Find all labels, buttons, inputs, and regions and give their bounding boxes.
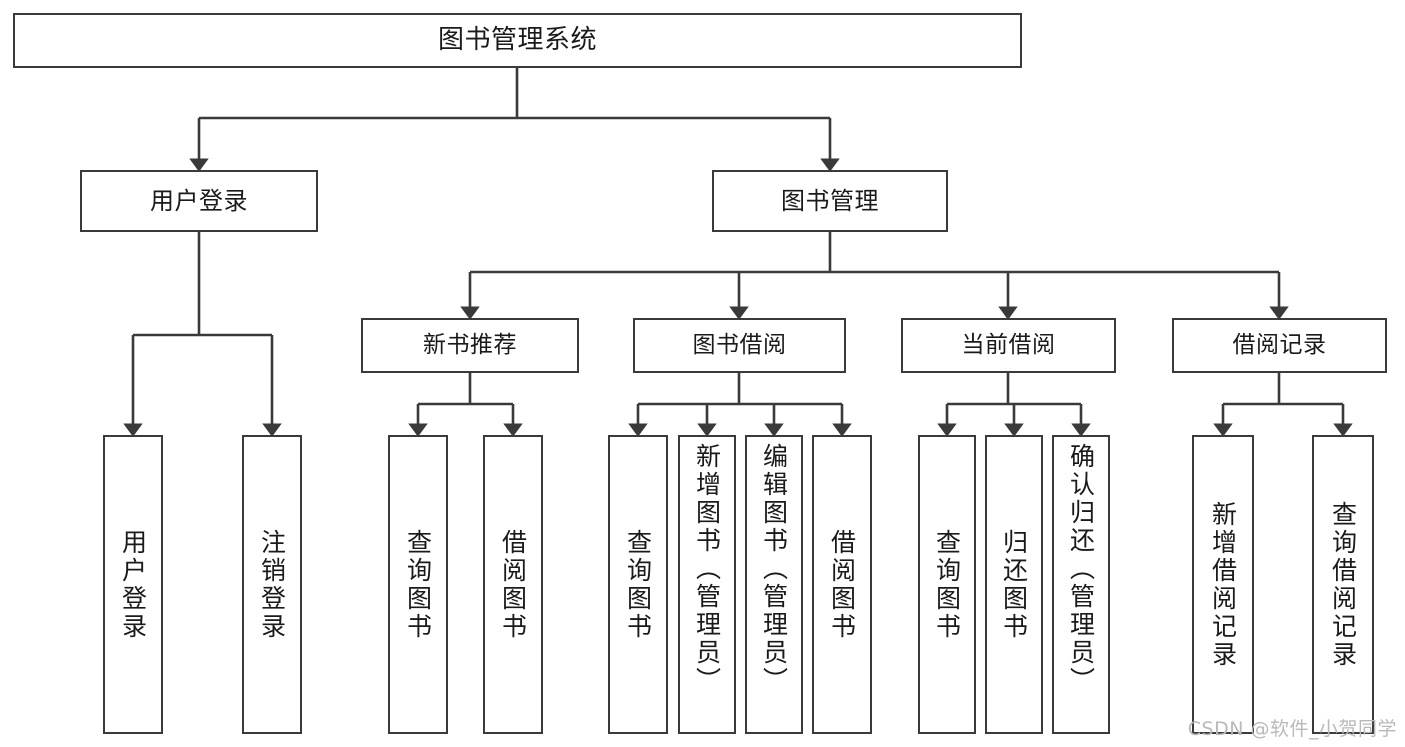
node-leaf-edit-book-label: 编辑图书（管理员） <box>759 443 789 695</box>
node-leaf-borrow-book-2[interactable]: 借阅图书 <box>812 435 872 734</box>
node-leaf-query-book-1[interactable]: 查询图书 <box>388 435 448 734</box>
node-leaf-user-login[interactable]: 用户登录 <box>103 435 163 734</box>
node-leaf-query-record[interactable]: 查询借阅记录 <box>1312 435 1374 734</box>
watermark-text: CSDN @软件_小贺同学 <box>1187 718 1397 740</box>
node-new-book-rec[interactable]: 新书推荐 <box>361 318 579 373</box>
node-leaf-query-book-2[interactable]: 查询图书 <box>608 435 668 734</box>
node-borrow-record-label: 借阅记录 <box>1232 331 1327 358</box>
node-leaf-edit-book[interactable]: 编辑图书（管理员） <box>745 435 803 734</box>
node-leaf-borrow-book-1-label: 借阅图书 <box>498 528 528 641</box>
node-leaf-query-book-1-label: 查询图书 <box>403 528 433 641</box>
node-leaf-borrow-book-2-label: 借阅图书 <box>827 528 857 641</box>
node-leaf-return-book-label: 归还图书 <box>999 528 1029 641</box>
node-current-borrow[interactable]: 当前借阅 <box>901 318 1116 373</box>
node-leaf-confirm-return[interactable]: 确认归还（管理员） <box>1052 435 1110 734</box>
node-book-manage-label: 图书管理 <box>781 186 879 215</box>
node-user-login[interactable]: 用户登录 <box>80 170 318 232</box>
node-current-borrow-label: 当前借阅 <box>961 331 1056 358</box>
node-new-book-rec-label: 新书推荐 <box>423 331 517 358</box>
node-leaf-add-book-label: 新增图书（管理员） <box>692 443 722 695</box>
node-leaf-query-book-3[interactable]: 查询图书 <box>918 435 976 734</box>
node-user-login-label: 用户登录 <box>150 186 248 215</box>
node-leaf-borrow-book-1[interactable]: 借阅图书 <box>483 435 543 734</box>
node-leaf-add-book[interactable]: 新增图书（管理员） <box>678 435 736 734</box>
node-leaf-return-book[interactable]: 归还图书 <box>985 435 1043 734</box>
node-leaf-confirm-return-label: 确认归还（管理员） <box>1066 443 1096 695</box>
node-leaf-user-login-label: 用户登录 <box>118 528 148 641</box>
node-leaf-logout-label: 注销登录 <box>257 528 287 641</box>
node-book-borrow-label: 图书借阅 <box>692 331 787 358</box>
node-leaf-add-record[interactable]: 新增借阅记录 <box>1192 435 1254 734</box>
node-leaf-query-book-3-label: 查询图书 <box>932 528 962 641</box>
node-root-label: 图书管理系统 <box>437 25 597 56</box>
node-borrow-record[interactable]: 借阅记录 <box>1172 318 1387 373</box>
node-leaf-query-book-2-label: 查询图书 <box>623 528 653 641</box>
node-leaf-add-record-label: 新增借阅记录 <box>1208 500 1238 669</box>
node-book-manage[interactable]: 图书管理 <box>712 170 948 232</box>
node-root[interactable]: 图书管理系统 <box>13 13 1022 68</box>
node-leaf-logout[interactable]: 注销登录 <box>242 435 302 734</box>
node-book-borrow[interactable]: 图书借阅 <box>633 318 846 373</box>
node-leaf-query-record-label: 查询借阅记录 <box>1328 500 1358 669</box>
